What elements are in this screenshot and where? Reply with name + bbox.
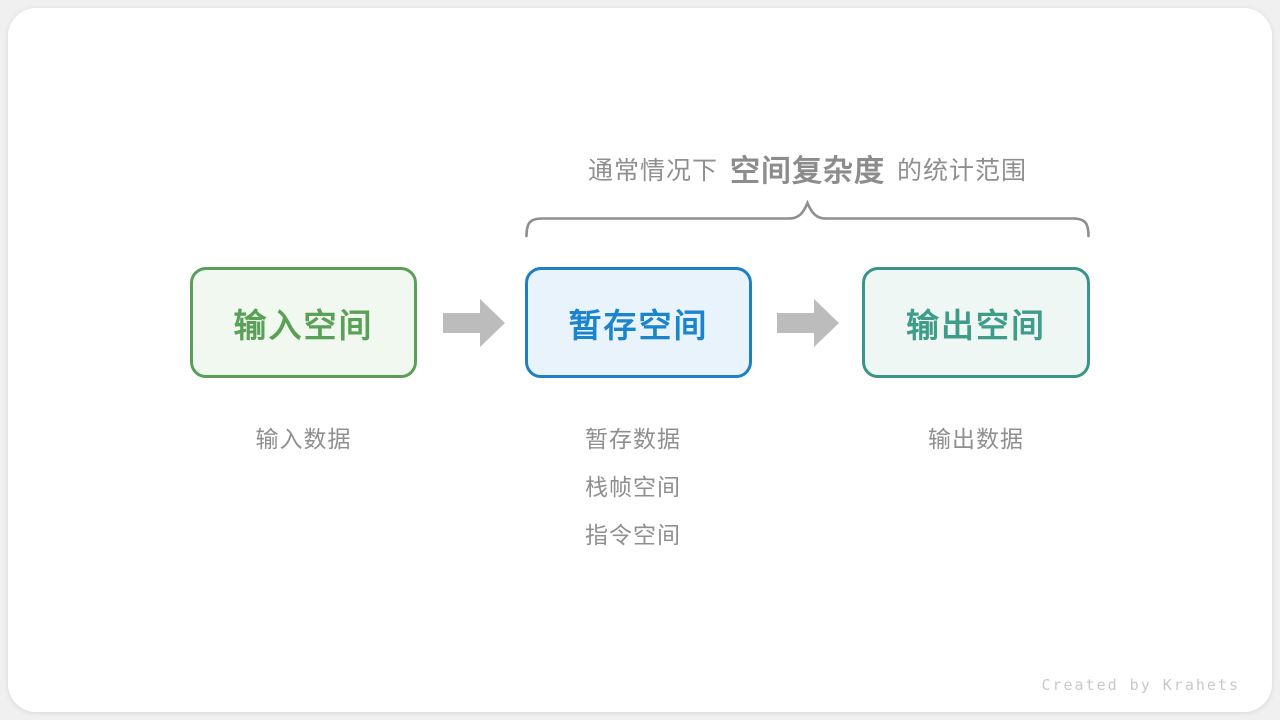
- output-space-label: 输出空间: [906, 306, 1046, 344]
- scope-title: 通常情况下空间复杂度的统计范围: [525, 146, 1090, 190]
- credit-text: Created by Krahets: [1041, 676, 1240, 694]
- overbrace-icon: [525, 199, 1090, 238]
- instruction-space-label: 指令空间: [585, 522, 681, 548]
- stack-frame-space-label: 栈帧空间: [585, 474, 681, 500]
- input-space-box: 输入空间: [190, 267, 417, 378]
- buffer-space-box: 暂存空间: [525, 267, 752, 378]
- buffer-sublabels: 暂存数据 栈帧空间 指令空间: [585, 424, 681, 568]
- output-space-box: 输出空间: [862, 267, 1090, 378]
- arrow-buffer-to-output-icon: [777, 299, 839, 347]
- scope-title-suffix: 的统计范围: [897, 157, 1028, 185]
- input-space-label: 输入空间: [233, 306, 374, 344]
- scope-title-prefix: 通常情况下: [587, 157, 718, 185]
- buffer-space-label: 暂存空间: [568, 306, 709, 344]
- overbrace: [525, 198, 1090, 240]
- buffer-data-label: 暂存数据: [585, 426, 681, 452]
- input-data-label: 输入数据: [255, 426, 352, 452]
- scope-title-highlight: 空间复杂度: [730, 155, 885, 188]
- output-data-label: 输出数据: [928, 426, 1024, 452]
- arrow-input-to-buffer-icon: [443, 299, 505, 347]
